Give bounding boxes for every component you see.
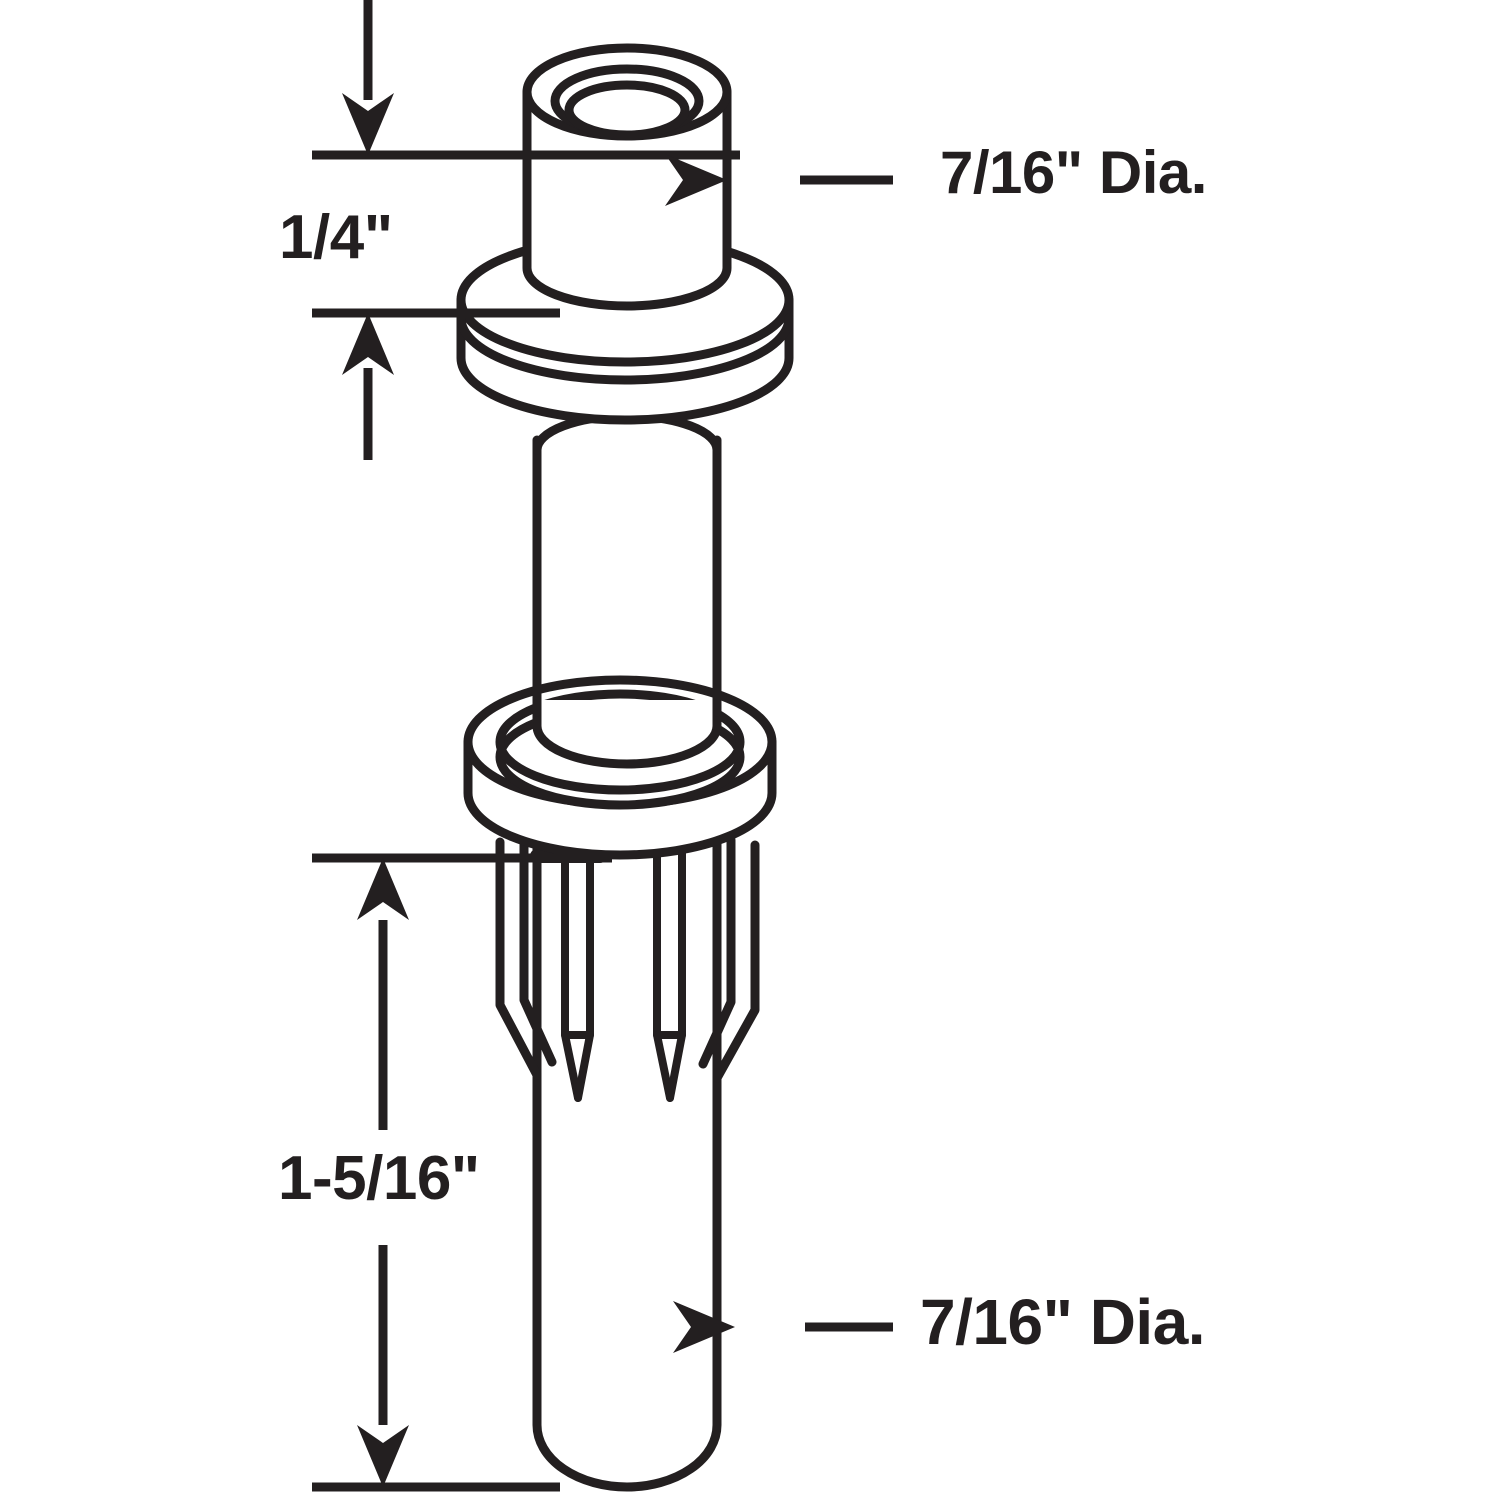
dimension-label-shank-length: 1-5/16" <box>278 1144 480 1213</box>
middle-shaft <box>532 411 722 717</box>
dimension-label-barrel-height: 1/4" <box>279 203 393 272</box>
leader-shank-diameter <box>673 1301 893 1353</box>
dimension-shank-length <box>312 853 612 1492</box>
dimension-label-shank-diameter: 7/16" Dia. <box>920 1286 1206 1358</box>
dimension-label-barrel-diameter: 7/16" Dia. <box>940 139 1207 206</box>
lower-flange <box>463 675 777 860</box>
upper-barrel <box>522 43 732 311</box>
lower-shank <box>495 825 760 1492</box>
dimension-barrel-height <box>312 0 740 460</box>
leader-barrel-diameter <box>665 154 893 206</box>
part-illustration <box>456 43 794 1492</box>
